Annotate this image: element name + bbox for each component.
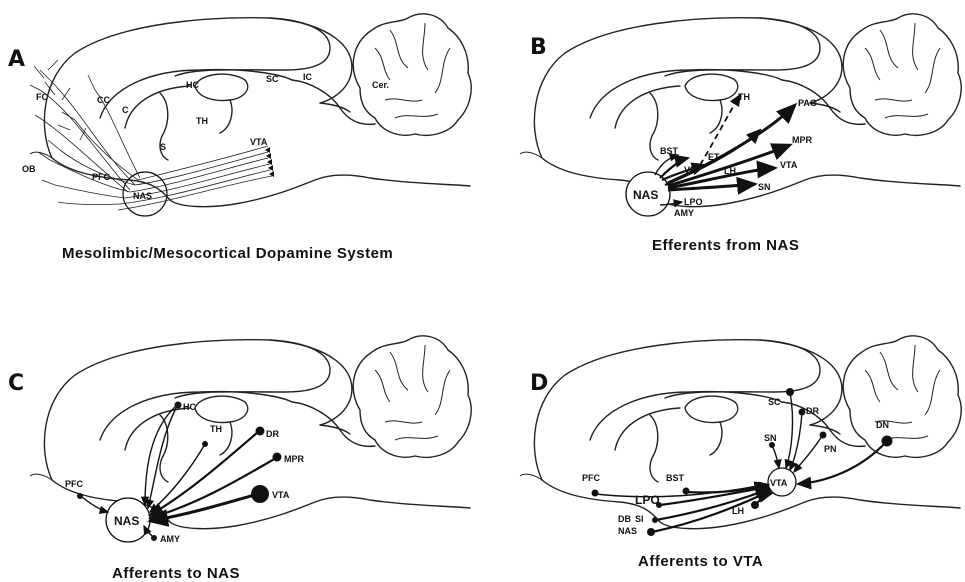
panel-d-label-pn: PN (824, 444, 837, 454)
panel-a-label-cer: Cer. (372, 80, 389, 90)
panel-b: B TH PAG BST ET MPR VP LH VTA SN NAS LPO… (520, 14, 961, 254)
panel-d-label-bst: BST (666, 473, 685, 483)
panel-a-dopamine-fibers (30, 60, 272, 210)
panel-c-label-vta: VTA (272, 490, 290, 500)
panel-b-label-nas: NAS (633, 188, 658, 202)
panel-d-label-sc: SC (768, 397, 781, 407)
panel-b-label-amy: AMY (674, 208, 694, 218)
panel-a-label-th: TH (196, 116, 208, 126)
panel-a-label-ic: IC (303, 72, 313, 82)
panel-c-label-dr: DR (266, 429, 279, 439)
panel-d-label-nas: NAS (618, 526, 637, 536)
panel-c-label-nas: NAS (114, 514, 139, 528)
panel-c-label-th: TH (210, 424, 222, 434)
panel-a-label-sc: SC (266, 74, 279, 84)
panel-d-label-dn: DN (876, 420, 889, 430)
panel-d-label-pfc: PFC (582, 473, 601, 483)
panel-b-label-bst: BST (660, 146, 679, 156)
panel-b-label-lh: LH (724, 166, 736, 176)
panel-c-label-hc: HC (183, 402, 196, 412)
panel-b-label-th: TH (738, 92, 750, 102)
panel-b-label-pag: PAG (798, 98, 817, 108)
panel-a-label-pfc: PFC (92, 172, 111, 182)
panel-b-label-lpo: LPO (684, 197, 703, 207)
panel-b-label-et: ET (708, 152, 720, 162)
panel-d: D SC DR (520, 336, 961, 570)
panel-d-caption: Afferents to VTA (638, 553, 763, 570)
panel-c-caption: Afferents to NAS (112, 565, 240, 582)
panel-a-label-fc: FC (36, 92, 48, 102)
panel-a-letter: A (8, 47, 25, 72)
panel-d-label-db: DB (618, 514, 631, 524)
panel-b-label-vta: VTA (780, 160, 798, 170)
panel-c-letter: C (8, 371, 24, 396)
panel-b-label-vp: VP (684, 165, 696, 175)
panel-c-brain-outline (30, 336, 471, 529)
panel-a-label-cc: CC (97, 95, 110, 105)
panel-a-caption: Mesolimbic/Mesocortical Dopamine System (62, 245, 393, 262)
panel-d-label-dr: DR (806, 406, 819, 416)
panel-d-label-lh: LH (732, 506, 744, 516)
panel-c: C HC TH DR MPR PFC VTA NAS AMY (8, 336, 471, 582)
panel-c-label-pfc: PFC (65, 479, 84, 489)
panel-d-label-sn: SN (764, 433, 777, 443)
panel-a-label-c: C (122, 105, 129, 115)
panel-d-label-si: SI (635, 514, 644, 524)
panel-d-label-lpo: LPO (635, 493, 660, 507)
panel-b-brain-outline (520, 14, 961, 207)
panel-c-label-mpr: MPR (284, 454, 305, 464)
panel-b-label-sn: SN (758, 182, 771, 192)
panel-a-vta-terminals (265, 147, 274, 177)
panel-a-label-nas: NAS (133, 191, 152, 201)
panel-a: A FC CC C HC SC (8, 14, 471, 262)
panel-a-label-vta: VTA (250, 137, 268, 147)
panel-a-label-hc: HC (186, 80, 199, 90)
panel-b-letter: B (530, 35, 547, 60)
panel-c-label-amy: AMY (160, 534, 180, 544)
panel-b-label-mpr: MPR (792, 135, 813, 145)
panel-d-letter: D (530, 371, 548, 396)
panel-d-label-vta: VTA (770, 478, 788, 488)
panel-a-label-ob: OB (22, 164, 36, 174)
panel-b-caption: Efferents from NAS (652, 237, 799, 254)
panel-a-label-s: S (160, 142, 166, 152)
